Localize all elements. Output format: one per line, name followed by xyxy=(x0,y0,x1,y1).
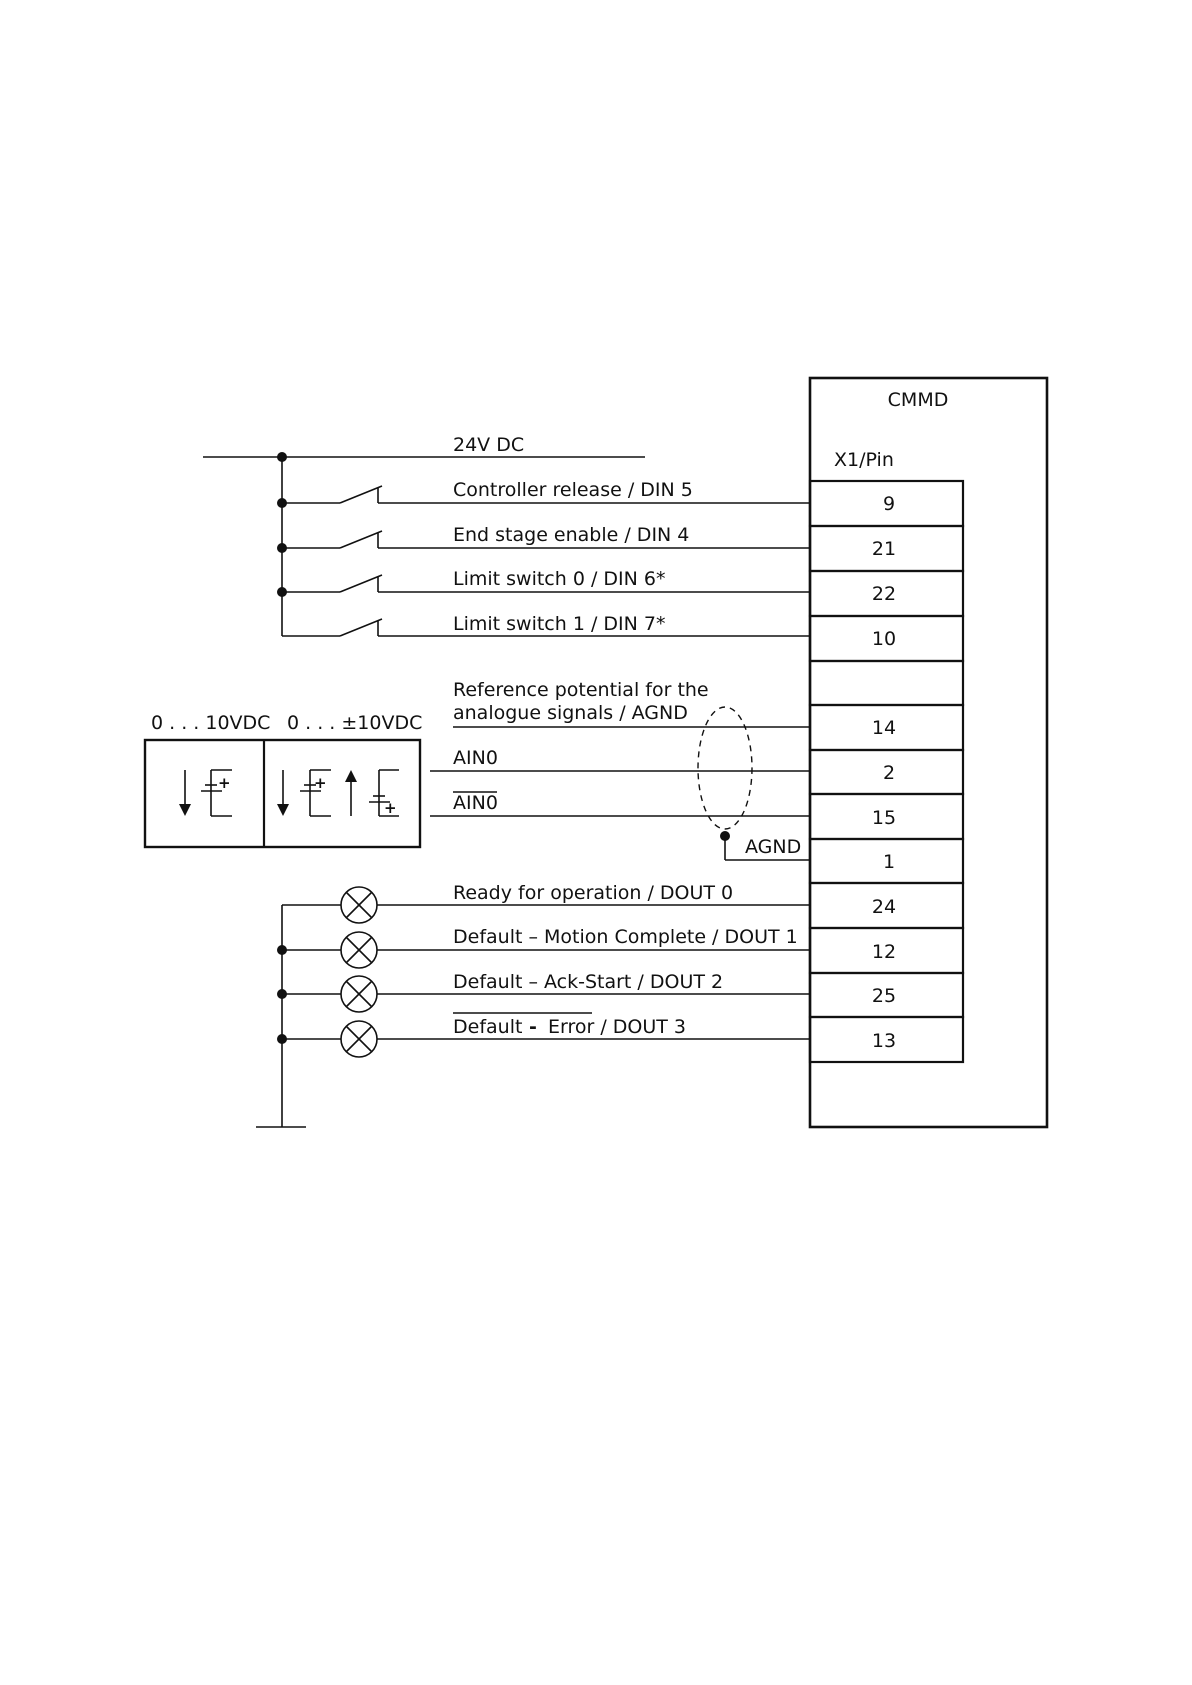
svg-text:+: + xyxy=(218,774,231,792)
lamp-icon xyxy=(340,931,378,969)
digital-inputs-circuit xyxy=(203,452,810,637)
output-label-dout1: Default – Motion Complete / DOUT 1 xyxy=(453,926,798,948)
ain0-label: AIN0 xyxy=(453,747,498,769)
lamp-icon xyxy=(340,975,378,1013)
input-label-din5: Controller release / DIN 5 xyxy=(453,479,693,501)
input-label-din7: Limit switch 1 / DIN 7* xyxy=(453,613,665,635)
pin-number: 15 xyxy=(872,807,896,829)
pin-number: 21 xyxy=(872,538,896,560)
device-name: CMMD xyxy=(888,389,949,411)
ain0-inverted-label: AIN0 xyxy=(453,792,498,814)
cable-shield-ellipse xyxy=(697,706,753,830)
output-label-dout3-dash: - xyxy=(529,1016,537,1038)
pin-number: 2 xyxy=(883,762,895,784)
svg-text:+: + xyxy=(314,774,327,792)
pin-number: 14 xyxy=(872,717,896,739)
lamp-icon xyxy=(340,1020,378,1058)
connector-label: X1/Pin xyxy=(834,449,894,471)
cmmd-device-box xyxy=(808,376,1049,1129)
output-label-dout2: Default – Ack-Start / DOUT 2 xyxy=(453,971,723,993)
pin-number: 9 xyxy=(883,493,895,515)
voltage-source-bipolar-positive: + xyxy=(345,769,399,817)
input-label-din6: Limit switch 0 / DIN 6* xyxy=(453,568,665,590)
voltage-source-unipolar: + xyxy=(179,769,232,817)
range-unipolar-label: 0 . . . 10VDC xyxy=(151,712,270,734)
svg-text:+: + xyxy=(384,799,397,817)
analogue-source-box: + + + xyxy=(143,738,422,849)
supply-label: 24V DC xyxy=(453,434,524,456)
junction-dot xyxy=(277,452,287,462)
pin-number: 22 xyxy=(872,583,896,605)
pin-number: 10 xyxy=(872,628,896,650)
output-label-dout3-part1: Default xyxy=(453,1016,522,1038)
pin-number: 13 xyxy=(872,1030,896,1052)
output-label-dout3-part2: Error / DOUT 3 xyxy=(548,1016,686,1038)
voltage-source-bipolar-negative: + xyxy=(277,769,331,817)
switch-contact-din4 xyxy=(339,530,383,549)
pin-number: 12 xyxy=(872,941,896,963)
digital-outputs-circuit xyxy=(256,886,810,1128)
switch-contact-din6 xyxy=(339,574,383,593)
agnd-label: AGND xyxy=(745,836,801,858)
output-label-dout0: Ready for operation / DOUT 0 xyxy=(453,882,733,904)
reference-label-line2: analogue signals / AGND xyxy=(453,702,688,724)
range-bipolar-label: 0 . . . ±10VDC xyxy=(287,712,422,734)
lamp-icon xyxy=(340,886,378,924)
reference-label-line1: Reference potential for the xyxy=(453,679,709,701)
pin-number: 24 xyxy=(872,896,896,918)
pin-number: 25 xyxy=(872,985,896,1007)
switch-contact-din7 xyxy=(339,618,383,637)
switch-contact-din5 xyxy=(339,485,383,504)
terminal-cell-empty xyxy=(808,659,965,707)
input-label-din4: End stage enable / DIN 4 xyxy=(453,524,689,546)
pin-number: 1 xyxy=(883,851,895,873)
